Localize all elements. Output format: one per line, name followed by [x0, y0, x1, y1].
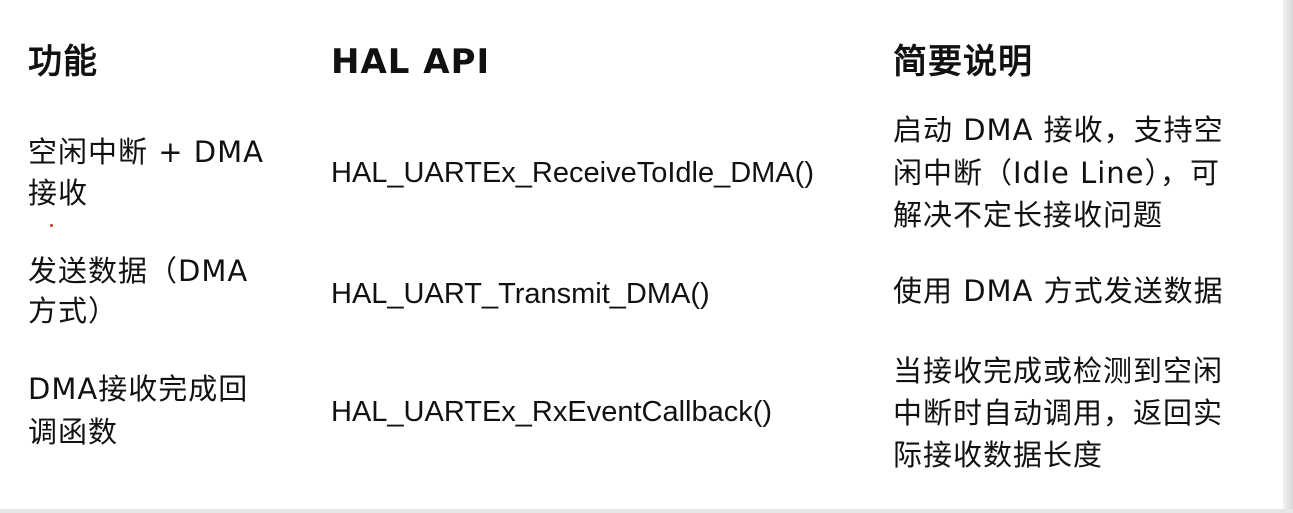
row1-description-line3: 解决不定长接收问题 — [893, 198, 1164, 232]
row3-api: HAL_UARTEx_RxEventCallback() — [331, 396, 773, 428]
row1-function-line2: 接收 — [28, 176, 89, 210]
row1-description-line2: 闲中断（Idle Line），可 — [893, 156, 1221, 190]
row1-function-line1: 空闲中断 + DMA — [28, 135, 264, 169]
header-function: 功能 — [28, 42, 98, 82]
header-api: HAL API — [331, 42, 491, 82]
row3-description-line1: 当接收完成或检测到空闲 — [893, 354, 1224, 388]
row1-description-line1: 启动 DMA 接收，支持空 — [893, 113, 1224, 147]
window-edge — [1283, 0, 1293, 513]
row2-description-line1: 使用 DMA 方式发送数据 — [893, 274, 1224, 308]
bottom-edge — [0, 509, 1293, 513]
row3-function-line2: 调函数 — [28, 415, 119, 449]
row3-description-line3: 际接收数据长度 — [893, 438, 1104, 472]
row3-function-line1: DMA接收完成回 — [28, 372, 249, 406]
row2-function-line1: 发送数据（DMA — [28, 254, 249, 288]
row2-api: HAL_UART_Transmit_DMA() — [331, 278, 710, 310]
row3-description-line2: 中断时自动调用，返回实 — [893, 396, 1224, 430]
red-marker-dot — [50, 224, 53, 227]
header-description: 简要说明 — [893, 42, 1033, 82]
row1-api: HAL_UARTEx_ReceiveToIdle_DMA() — [331, 157, 814, 189]
row2-function-line2: 方式） — [28, 294, 119, 328]
